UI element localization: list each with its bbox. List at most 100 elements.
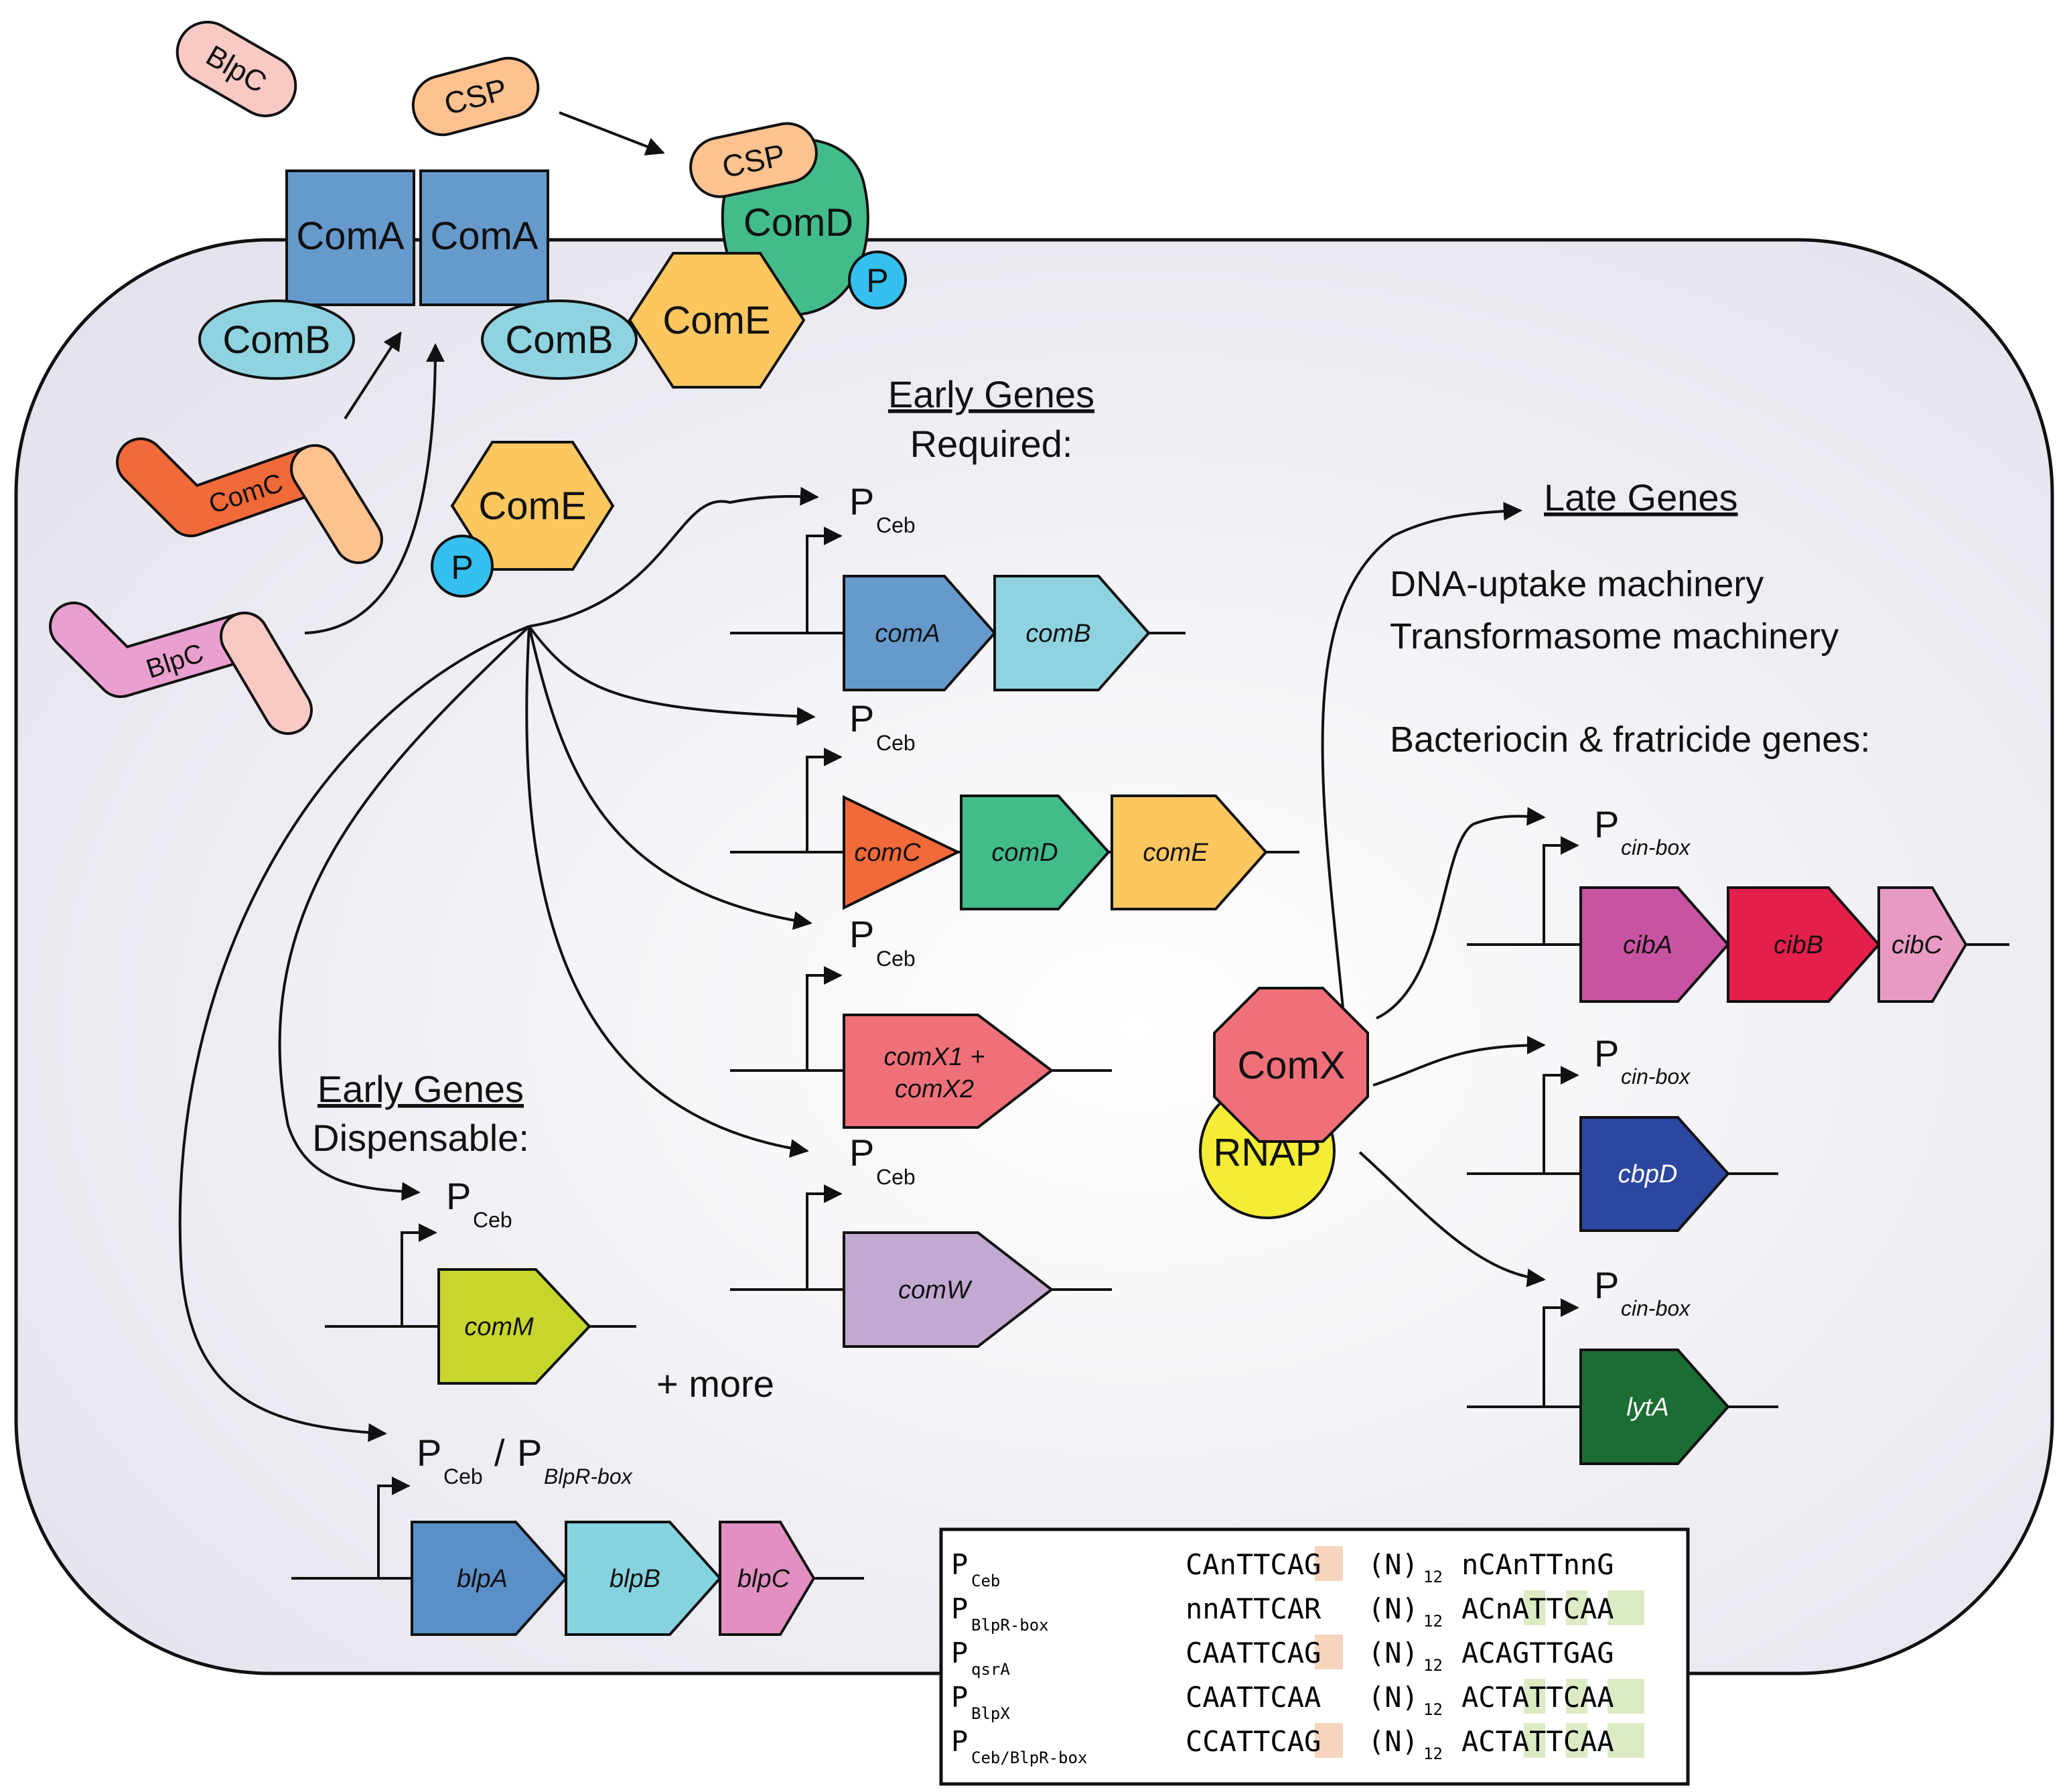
motif-promoter-sub: BlpR-box [971,1616,1049,1635]
gene-cibB [1727,886,1881,1003]
promoter-sub: Ceb [876,947,916,971]
promoter-letter: P [1594,803,1619,845]
gene-lytA-label: lytA [1626,1393,1668,1422]
promoter-letter: P [849,1131,874,1174]
motif-gap: (N) [1368,1548,1419,1581]
motif-promoter: P [951,1548,968,1581]
tss-arrow [806,966,843,1071]
promoter-letter: P [417,1432,441,1474]
gene-comM [437,1268,591,1385]
motif-table: P Ceb CAnTTCAG (N) 12 nCAnTTnnG P BlpR-b… [939,1527,1690,1786]
tss-arrow [401,1223,437,1326]
motif-right: ACnATTCAA [1462,1592,1614,1625]
motif-promoter: P [951,1592,968,1625]
gene-comM-label: comM [464,1313,534,1341]
phospho-cyto: P [431,535,494,598]
operon-comW: P Ceb comW [730,1131,1112,1348]
gene-comC [843,795,961,910]
promoter-sub: Ceb [876,1165,916,1189]
gene-cibC [1877,886,1968,1003]
gene-blpB-label: blpB [610,1565,660,1593]
highlight [1608,1723,1644,1758]
promoter-sub: cin-box [1621,835,1691,859]
gene-comE [1111,795,1268,910]
gene-comA [843,575,997,691]
comX-sigma: ComX [1213,987,1369,1143]
motif-row: P BlpX CAATTCAA (N) 12 ACTATTCAA [951,1681,1614,1723]
comE-cyto-label: ComE [478,484,586,528]
promoter-letter: P [1594,1032,1619,1075]
late-line-bacteriocin: Bacteriocin & fratricide genes: [1390,719,1870,760]
gene-cibA-label: cibA [1623,931,1672,959]
phospho-membrane: P [848,251,907,309]
tss-arrow [1543,1298,1579,1407]
promoter-letter: P [849,697,874,740]
motif-promoter-sub: qsrA [971,1660,1010,1679]
promoter-sub: Ceb [876,513,916,537]
tss-arrow [806,527,843,633]
gene-comX2-label: comX2 [895,1075,974,1103]
gene-comD-label: comD [991,839,1058,867]
motif-promoter-sub: BlpX [971,1704,1010,1723]
gene-blpA [411,1521,568,1636]
promoter-sub: Ceb [876,731,916,755]
comE-cyto: ComE [450,441,615,571]
gene-blpA-label: blpA [457,1565,508,1593]
motif-gap: (N) [1368,1681,1419,1714]
motif-promoter-sub: Ceb/BlpR-box [971,1748,1087,1767]
motif-right: ACTATTCAA [1462,1725,1614,1758]
gene-blpC [719,1521,816,1636]
motif-row: P Ceb/BlpR-box CCATTCAG (N) 12 ACTATTCAA [951,1725,1614,1767]
activation-arrows [178,486,819,1442]
comE-membrane-label: ComE [662,299,770,342]
promoter-letter: P [517,1432,542,1474]
motif-rows: P Ceb CAnTTCAG (N) 12 nCAnTTnnG P BlpR-b… [951,1548,1614,1767]
motif-row: P Ceb CAnTTCAG (N) 12 nCAnTTnnG [951,1548,1614,1590]
motif-row: P BlpR-box nnATTCAR (N) 12 ACnATTCAA [951,1592,1614,1635]
tss-arrow [1543,1066,1579,1174]
highlight [1566,1590,1587,1625]
motif-promoter-sub: Ceb [971,1572,1000,1590]
phospho-cyto-label: P [451,549,473,586]
promoter-ceb-blpr: P Ceb / P BlpR-box [417,1432,633,1489]
promoter-ceb-4: P Ceb [849,1131,916,1189]
late-line-dna-uptake: DNA-uptake machinery [1390,564,1764,604]
early-required-title: Early Genes [888,373,1094,415]
gene-cibC-label: cibC [1892,931,1943,959]
motif-left: CAnTTCAG [1186,1548,1321,1581]
promoter-cinbox-1: P cin-box [1594,803,1691,859]
gene-cibA [1579,886,1730,1003]
comA-right: ComA [419,169,549,306]
more-label: + more [656,1363,774,1405]
comE-membrane: ComE [628,252,806,389]
comC-export-arrow [344,331,402,420]
promoter-slash: / [494,1432,505,1474]
late-title: Late Genes [1544,476,1738,519]
highlight [1566,1679,1587,1714]
promoter-sub: cin-box [1621,1064,1691,1089]
promoter-ceb-5: P Ceb [446,1175,512,1232]
promoter-sub: Ceb [473,1208,512,1232]
csp-bound: CSP [689,122,818,198]
motif-promoter: P [951,1637,968,1669]
promoter-cinbox-2: P cin-box [1594,1032,1691,1089]
blpC-peptide: BlpC [175,21,297,117]
motif-right: ACTATTCAA [1462,1681,1614,1714]
comA-left-label: ComA [296,214,404,258]
operon-cbpD: P cin-box cbpD [1467,1032,1778,1232]
promoter-cinbox-3: P cin-box [1594,1264,1691,1320]
gene-blpC-label: blpC [737,1565,790,1593]
gene-comC-label: comC [854,839,921,867]
gene-comB [993,575,1151,691]
phospho-membrane-label: P [866,262,888,299]
motif-gap: (N) [1368,1592,1419,1625]
comA-right-label: ComA [430,214,538,258]
motif-right: nCAnTTnnG [1462,1548,1614,1581]
csp-free: CSP [411,56,540,137]
highlight [1315,1723,1343,1758]
operon-comM: P Ceb comM [325,1175,636,1385]
gene-comW-label: comW [898,1276,973,1304]
comB-right: ComB [481,299,638,380]
